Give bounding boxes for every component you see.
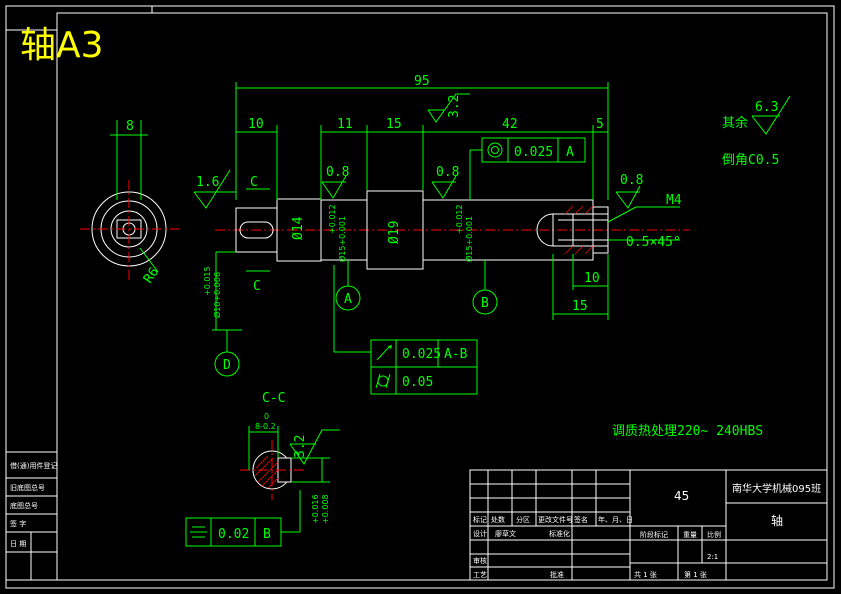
svg-text:阶段标记: 阶段标记 (640, 530, 668, 539)
dim-10-right: 10 (584, 271, 600, 286)
roughness-08-b: 0.8 (431, 165, 459, 199)
svg-text:0.025: 0.025 (402, 347, 441, 362)
svg-text:调质热处理220~ 240HBS: 调质热处理220~ 240HBS (612, 424, 763, 439)
dim-tol15a: +0.012 (328, 204, 337, 234)
svg-text:借(通)用件登记: 借(通)用件登记 (10, 461, 57, 470)
section-cc-view: C-C 8-0.2 0 +0.016 +0.008 3.2 (240, 391, 340, 524)
svg-text:45: 45 (674, 489, 689, 503)
dim-cc-tol-a: +0.016 (311, 494, 320, 524)
svg-text:0.8: 0.8 (620, 173, 643, 188)
svg-text:旧底图总号: 旧底图总号 (10, 483, 45, 492)
dim-dia15a: Ø15+0.001 (337, 216, 347, 262)
svg-text:C-C: C-C (262, 391, 285, 406)
general-notes: 其余 6.3 倒角C0.5 调质热处理220~ 240HBS (612, 95, 791, 439)
roughness-08-c: 0.8 (615, 173, 643, 209)
svg-text:B: B (263, 527, 271, 542)
coaxiality-frame: 0.025 A (469, 137, 586, 200)
svg-text:0.8: 0.8 (436, 165, 459, 180)
dim-cc-0: 0 (264, 412, 269, 421)
drawing-frame (56, 12, 828, 581)
datum-b: B (472, 260, 498, 315)
svg-text:2:1: 2:1 (707, 553, 718, 561)
svg-text:更改文件号: 更改文件号 (538, 515, 573, 524)
roughness-32-top: 3.2 (427, 93, 470, 123)
dim-tol10: +0.015 (203, 266, 212, 296)
frame-corner-tab (6, 6, 153, 31)
svg-text:标准化: 标准化 (549, 529, 570, 538)
dim-42: 42 (502, 117, 518, 132)
end-view: 8 R6 (80, 119, 180, 286)
svg-text:设计: 设计 (473, 529, 487, 538)
title-block: 45 南华大学机械095班 轴 2:1 阶段标记 重量 比例 标记 处数 分区 … (469, 469, 828, 581)
svg-text:重量: 重量 (683, 531, 697, 539)
dim-dia19: Ø19 (387, 221, 402, 244)
sheet-border (5, 5, 835, 589)
top-dimensions: 95 10 11 15 42 5 (235, 74, 609, 200)
drawing-title: 轴A3 (20, 25, 104, 66)
dim-15-right: 15 (572, 299, 588, 314)
svg-text:6.3: 6.3 (755, 100, 778, 115)
svg-text:底图总号: 底图总号 (10, 501, 38, 510)
svg-text:3.2: 3.2 (293, 435, 308, 458)
svg-text:3.2: 3.2 (447, 95, 462, 118)
svg-text:A: A (566, 145, 574, 160)
svg-text:其余: 其余 (722, 115, 748, 131)
svg-text:日 期: 日 期 (10, 540, 26, 548)
svg-text:审核: 审核 (473, 556, 487, 565)
dim-11: 11 (337, 117, 353, 132)
svg-text:0.025: 0.025 (514, 145, 553, 160)
dim-dia14: Ø14 (291, 216, 306, 240)
svg-text:B: B (481, 296, 489, 311)
dim-end-8: 8 (126, 119, 134, 134)
svg-text:批准: 批准 (550, 570, 564, 579)
svg-text:比例: 比例 (707, 530, 721, 539)
svg-text:签名: 签名 (574, 515, 588, 524)
dim-tol15b: +0.012 (455, 204, 464, 234)
svg-text:处数: 处数 (491, 515, 505, 524)
dim-95: 95 (414, 74, 430, 89)
svg-text:C: C (250, 175, 258, 190)
dim-5: 5 (596, 117, 604, 132)
symmetry-frame: 0.02 B (185, 490, 301, 547)
svg-text:南华大学机械095班: 南华大学机械095班 (732, 482, 821, 495)
dim-dia15b: Ø15+0.001 (464, 216, 474, 262)
svg-text:倒角C0.5: 倒角C0.5 (722, 153, 779, 168)
svg-text:0.05: 0.05 (402, 375, 433, 390)
dim-dia10: Ø10+0.006 (212, 272, 222, 318)
svg-text:C: C (253, 279, 261, 294)
svg-text:0.8: 0.8 (326, 165, 349, 180)
datum-a: A (335, 260, 361, 311)
svg-text:0.02: 0.02 (218, 527, 249, 542)
svg-text:工艺: 工艺 (473, 571, 487, 579)
dim-10: 10 (248, 117, 264, 132)
svg-text:标记: 标记 (473, 515, 487, 524)
right-dims: 10 15 M4 0.5×45° (552, 193, 682, 320)
svg-text:1.6: 1.6 (196, 175, 219, 190)
svg-text:年、月、日: 年、月、日 (598, 515, 633, 524)
dim-m4: M4 (666, 193, 682, 208)
roughness-16: 1.6 (193, 169, 236, 209)
shaft-main-view (215, 190, 690, 270)
svg-text:廖草文: 廖草文 (495, 529, 516, 538)
svg-text:第 1 张: 第 1 张 (684, 570, 707, 579)
svg-text:签 字: 签 字 (10, 519, 26, 528)
roughness-08-a: 0.8 (321, 165, 349, 199)
svg-text:A: A (344, 292, 352, 307)
runout-frame: 0.025 A-B 0.05 (333, 265, 478, 395)
dim-chamfer: 0.5×45° (626, 235, 681, 250)
dim-cc-8: 8-0.2 (255, 422, 276, 431)
svg-text:共 1 张: 共 1 张 (634, 570, 657, 579)
svg-text:分区: 分区 (516, 515, 530, 524)
section-c-marks: C C (246, 175, 270, 294)
svg-text:A-B: A-B (444, 347, 468, 362)
svg-text:轴: 轴 (771, 513, 783, 528)
side-block: 借(通)用件登记 旧底图总号 底图总号 签 字 日 期 (5, 451, 58, 581)
svg-text:D: D (223, 358, 231, 373)
dim-r6: R6 (141, 265, 162, 286)
datum-d: D (212, 329, 242, 377)
dim-15-top: 15 (386, 117, 402, 132)
dim-cc-tol-b: +0.008 (321, 494, 330, 524)
